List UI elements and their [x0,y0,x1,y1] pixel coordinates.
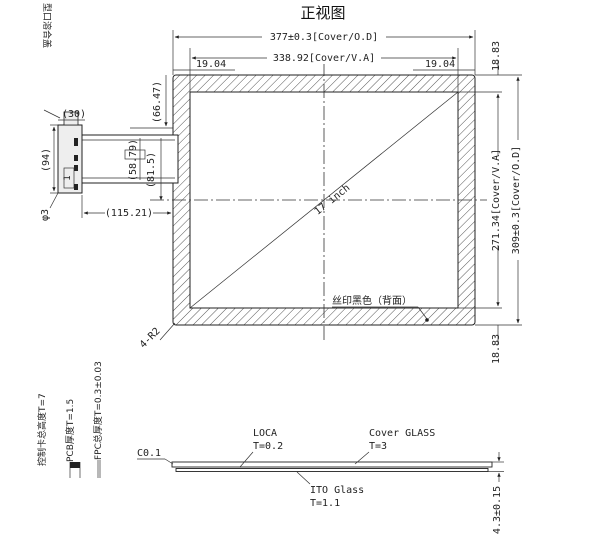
controller-board [57,124,83,194]
side-view: 控制卡总高度T=7 PCB厚度T=1.5 FPC总厚度T=0.3±0.03 C0… [36,361,504,534]
loca-layer [176,467,488,469]
front-view: 17 inch 377±0.3[Cover/O.D] 338.92[Cover/… [138,29,523,364]
border-top-label: 18.83 [491,41,502,71]
pcb-profile [70,462,80,468]
border-right-label: 19.04 [425,59,455,70]
pcb-thickness-label: PCB厚度T=1.5 [64,399,76,462]
total-thickness-label: 4.3±0.15 [492,486,503,534]
ito-glass-layer [175,468,489,472]
diagonal-line [189,91,459,309]
fpc-thickness-label: FPC总厚度T=0.3±0.03 [92,361,104,460]
diagonal-label: 17 inch [313,183,353,218]
dim-width-va-label: 338.92[Cover/V.A] [273,53,375,64]
fpc-dim-30: (30) [62,109,86,120]
fpc-dim-6647: (66.47) [152,81,163,123]
view-title: 正视图 [300,4,345,22]
loca-thickness: T=0.2 [253,441,283,452]
fpc-assembly: 1 (30) (94) (66.47) (58.79) (81.5) (115.… [40,0,179,221]
fpc-dim-94: (94) [41,148,52,172]
fpc-dim-815: (81.5) [146,152,157,188]
chamfer-label: C0.1 [137,448,161,459]
fpc-tail-note: Z 型口溶合盖 [41,0,53,48]
fpc-slot [124,149,146,160]
border-bottom-label: 18.83 [491,334,502,364]
ito-glass-label: ITO Glass [310,485,364,496]
cover-glass-layer [171,461,493,468]
dim-height-total-label: 309±0.3[Cover/O.D] [511,146,522,254]
cover-glass-thickness: T=3 [369,441,387,452]
corner-radius-label: 4-R2 [138,326,163,351]
loca-label: LOCA [253,428,277,439]
fpc-dim-11521: (115.21) [105,208,153,219]
border-left-label: 19.04 [196,59,226,70]
fpc-dim-5879: (58.79) [128,139,139,181]
ito-glass-thickness: T=1.1 [310,498,340,509]
controller-thickness-label: 控制卡总高度T=7 [36,393,48,466]
cover-glass-label: Cover GLASS [369,428,435,439]
controller-part-mark: 1 [63,175,73,180]
silkscreen-note: 丝印黑色（背面） [332,294,412,307]
dim-height-va-label: 271.34[Cover/V.A] [491,149,502,251]
dim-width-total-label: 377±0.3[Cover/O.D] [270,32,378,43]
fpc-hole-label: φ3 [40,209,51,221]
